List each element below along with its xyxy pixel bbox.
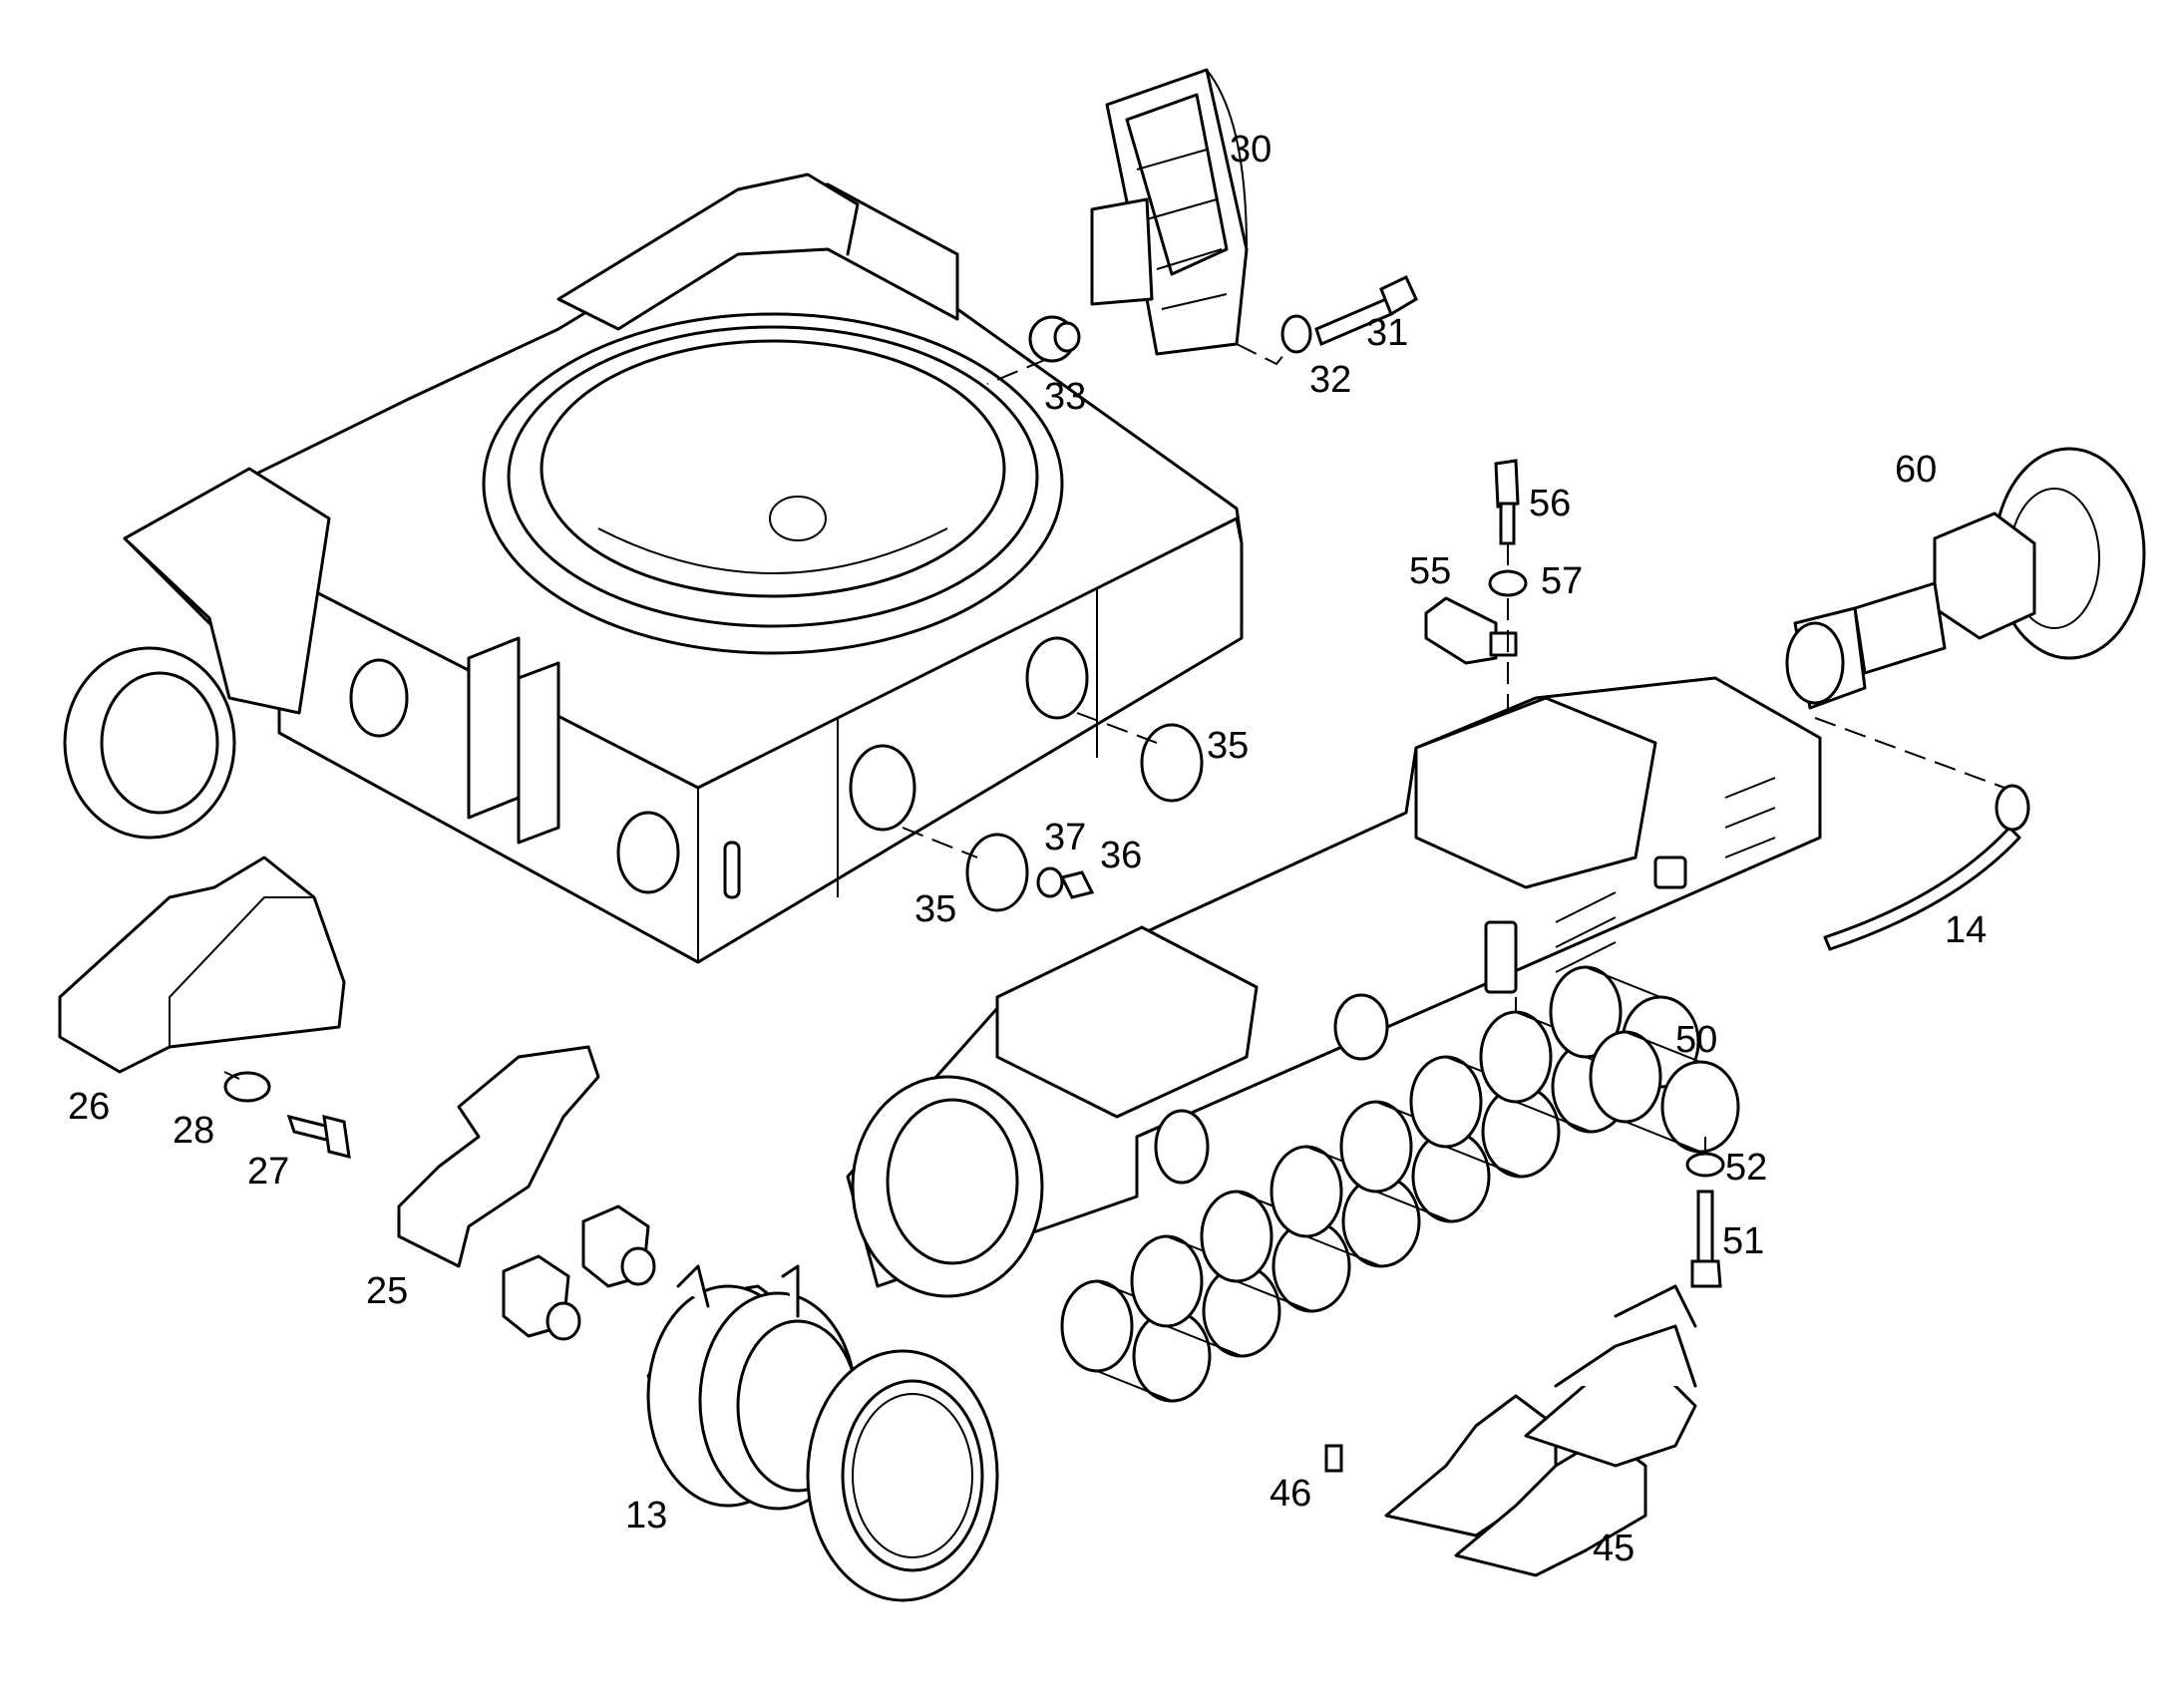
callout-labels: 30 31 32 33 60 56 55 57 35 37 36 35 14 5… xyxy=(68,129,1987,1569)
track-rollers-50 xyxy=(1060,965,1740,1403)
callout-25: 25 xyxy=(366,1270,408,1312)
callout-33: 33 xyxy=(1044,376,1086,418)
valve-lower xyxy=(502,1254,581,1341)
washer-28 xyxy=(223,1071,271,1103)
callout-14: 14 xyxy=(1945,909,1987,951)
callout-30: 30 xyxy=(1230,129,1272,171)
valve-upper xyxy=(581,1204,656,1288)
bolt-51 xyxy=(1690,1190,1722,1288)
leader-33 xyxy=(986,358,1048,385)
cover-plate-35-upper xyxy=(1140,723,1204,803)
callout-46: 46 xyxy=(1270,1473,1311,1515)
washer-32 xyxy=(1280,314,1312,354)
ladder-30 xyxy=(1090,68,1249,356)
callout-26: 26 xyxy=(68,1086,110,1128)
leader-35-lower xyxy=(902,827,978,858)
washer-52 xyxy=(1685,1152,1725,1178)
track-frame xyxy=(846,676,1822,1298)
bolt-31 xyxy=(1314,274,1418,347)
leader-60 xyxy=(1814,717,2005,789)
callout-35-upper: 35 xyxy=(1207,725,1249,767)
track-link-45 xyxy=(1384,1284,1697,1577)
callout-56: 56 xyxy=(1529,483,1571,524)
hose-14 xyxy=(1823,784,2030,951)
cover-25 xyxy=(397,1045,600,1268)
bolt-27 xyxy=(286,1114,351,1159)
callout-50: 50 xyxy=(1675,1019,1717,1061)
sprocket xyxy=(806,1349,999,1602)
bolt-56 xyxy=(1494,459,1520,545)
callout-45: 45 xyxy=(1593,1528,1635,1569)
callout-55: 55 xyxy=(1409,550,1451,592)
washer-57 xyxy=(1488,569,1528,597)
grease-nipple-46 xyxy=(1324,1444,1343,1473)
idler-60 xyxy=(1785,447,2146,710)
callout-37: 37 xyxy=(1044,817,1086,858)
callout-13: 13 xyxy=(625,1495,667,1537)
callout-28: 28 xyxy=(173,1110,214,1152)
callout-36: 36 xyxy=(1100,835,1142,876)
callout-57: 57 xyxy=(1541,560,1583,602)
callout-27: 27 xyxy=(247,1151,289,1193)
leader-28 xyxy=(223,1071,240,1080)
pressure-switch-55 xyxy=(1424,596,1518,665)
main-frame xyxy=(63,172,1244,964)
leader-35-upper xyxy=(1076,712,1158,744)
cover-26 xyxy=(58,855,346,1074)
callout-51: 51 xyxy=(1722,1220,1764,1262)
callout-35-lower: 35 xyxy=(914,888,956,930)
washer-37 xyxy=(1036,866,1064,898)
callout-52: 52 xyxy=(1725,1147,1767,1189)
callout-31: 31 xyxy=(1366,312,1408,354)
cover-plate-35-lower xyxy=(965,833,1029,912)
callout-60: 60 xyxy=(1895,449,1937,491)
bolt-36 xyxy=(1059,870,1095,899)
callout-32: 32 xyxy=(1309,359,1351,401)
spacer-33 xyxy=(1028,315,1081,363)
